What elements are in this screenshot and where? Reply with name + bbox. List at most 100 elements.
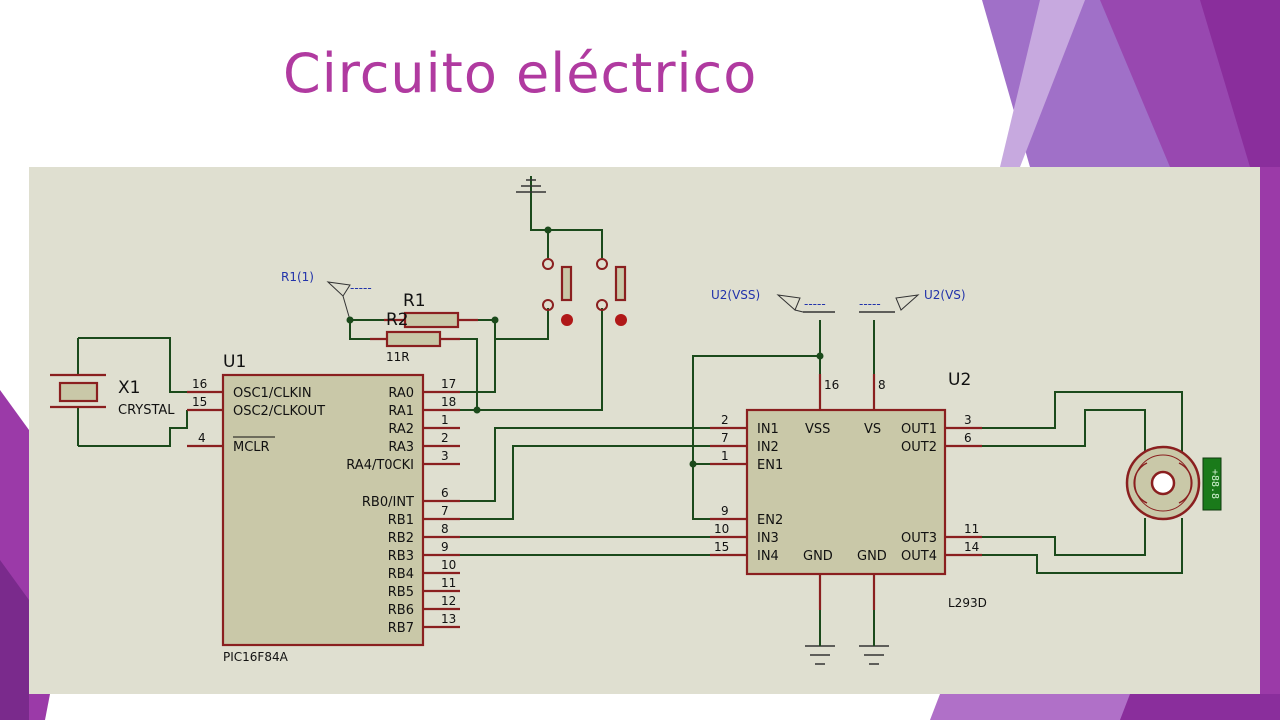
u2-l293d: U2 L293D 16 8 VSS VS 2 7 1 9 10 15 IN1 I… [710,370,987,610]
schematic-canvas [29,167,1260,694]
u1-pin-name: RA3 [388,440,414,455]
probe-vss: U2(VSS) ----- [711,288,835,313]
u2-pin-name: OUT1 [901,422,937,437]
u1-pin-num: 4 [198,431,206,445]
u1-pin-num: 17 [441,377,456,391]
u1-pin-num: 2 [441,431,449,445]
u1-pin-name: OSC2/CLKOUT [233,404,325,419]
u1-pin-name: MCLR [233,440,270,455]
u1-part: PIC16F84A [223,650,289,664]
u1-pin-num: 13 [441,612,456,626]
u2-pin-name: VS [864,422,881,437]
u1-pin-num: 15 [192,395,207,409]
u1-pin-name: RB7 [388,621,414,636]
u1-pin-name: RB3 [388,549,414,564]
push-button-2 [596,258,627,326]
x1-type: CRYSTAL [118,403,175,418]
resistor-network: R1(1) ----- R1 R2 11R [281,176,603,414]
wire-vss-enable [692,355,821,520]
u2-pin-num: 7 [721,431,729,445]
deco-right-edge [1260,167,1280,694]
ground-symbol-2 [859,610,889,665]
u1-ref: U1 [223,352,246,372]
u2-ref: U2 [948,370,971,390]
u1-pin-name: RB2 [388,531,414,546]
wire-rb0 [460,427,710,502]
u2-pin-name: EN1 [757,458,783,473]
u1-pin-name: RB4 [388,567,414,582]
u1-pin-name: OSC1/CLKIN [233,386,312,401]
u2-pin-name: OUT2 [901,440,937,455]
circuit-schematic: X1 CRYSTAL U1 PIC16F84A 16 15 4 OSC1/CLK… [29,167,1260,694]
u2-pin-name: IN1 [757,422,779,437]
u1-pin-name: RA2 [388,422,414,437]
u1-pin-name: RA1 [388,404,414,419]
net-label-dashes: ----- [859,297,881,311]
deco-top-right-dark [1200,0,1280,167]
u2-pin-num: 8 [878,378,886,392]
slide-title: Circuito eléctrico [283,42,758,105]
u1-pin-name: RB5 [388,585,414,600]
u2-pin-num: 2 [721,413,729,427]
u1-pin-name: RB6 [388,603,414,618]
u1-pin-num: 11 [441,576,456,590]
net-label-dashes: ----- [804,297,826,311]
u1-pin-num: 1 [441,413,449,427]
u1-pin-num: 18 [441,395,456,409]
u2-pin-num: 10 [714,522,729,536]
u1-pic16f84a: U1 PIC16F84A 16 15 4 OSC1/CLKIN OSC2/CLK… [187,352,460,664]
u2-pin-num: 1 [721,449,729,463]
u2-pin-num: 15 [714,540,729,554]
u2-part: L293D [948,596,987,610]
u1-pin-name: RB1 [388,513,414,528]
u1-pin-num: 10 [441,558,456,572]
u1-pin-num: 3 [441,449,449,463]
u2-pin-name: IN3 [757,531,779,546]
deco-top-right-stripe [1000,0,1085,167]
u2-pin-name: IN4 [757,549,779,564]
resistor-r1 [403,311,460,329]
u2-pin-name: OUT4 [901,549,937,564]
net-label-vss: U2(VSS) [711,288,760,302]
probe-vs: U2(VS) ----- [859,288,966,313]
u1-pin-name: RB0/INT [362,495,414,510]
u2-pin-num: 3 [964,413,972,427]
deco-bottom-left [29,694,50,720]
push-button-1 [542,258,573,326]
x1-ref: X1 [118,378,140,398]
motor-readout: +88.8 [1209,469,1220,499]
crystal-x1: X1 CRYSTAL [50,337,188,447]
u2-pin-name: VSS [805,422,830,437]
net-label-vs: U2(VS) [924,288,966,302]
u2-pin-num: 16 [824,378,839,392]
wire-rb1 [460,445,710,520]
r2-value: 11R [386,350,410,364]
u2-gnd-label: GND [857,549,887,564]
u1-pin-num: 8 [441,522,449,536]
deco-bottom-right-dark [1120,694,1280,720]
motor-readout-display [1202,457,1222,511]
u1-pin-name: RA4/T0CKI [346,458,414,473]
u2-pin-num: 6 [964,431,972,445]
ground-symbol-1 [805,610,835,665]
u1-pin-num: 16 [192,377,207,391]
u2-pin-name: IN2 [757,440,779,455]
deco-left-dark [0,560,29,720]
u1-pin-num: 9 [441,540,449,554]
u2-pin-num: 14 [964,540,979,554]
u1-pin-num: 7 [441,504,449,518]
r1-ref: R1 [403,291,426,311]
net-label-r1: R1(1) [281,270,314,284]
u2-body [745,408,947,576]
u2-pin-name: EN2 [757,513,783,528]
net-label-dashes: ----- [350,281,372,295]
u2-pin-num: 9 [721,504,729,518]
u2-gnd-label: GND [803,549,833,564]
u1-pin-num: 6 [441,486,449,500]
u1-pin-num: 12 [441,594,456,608]
stepper-motor: +88.8 [1125,445,1222,521]
r2-ref: R2 [386,310,409,330]
u1-pin-name: RA0 [388,386,414,401]
u2-pin-name: OUT3 [901,531,937,546]
